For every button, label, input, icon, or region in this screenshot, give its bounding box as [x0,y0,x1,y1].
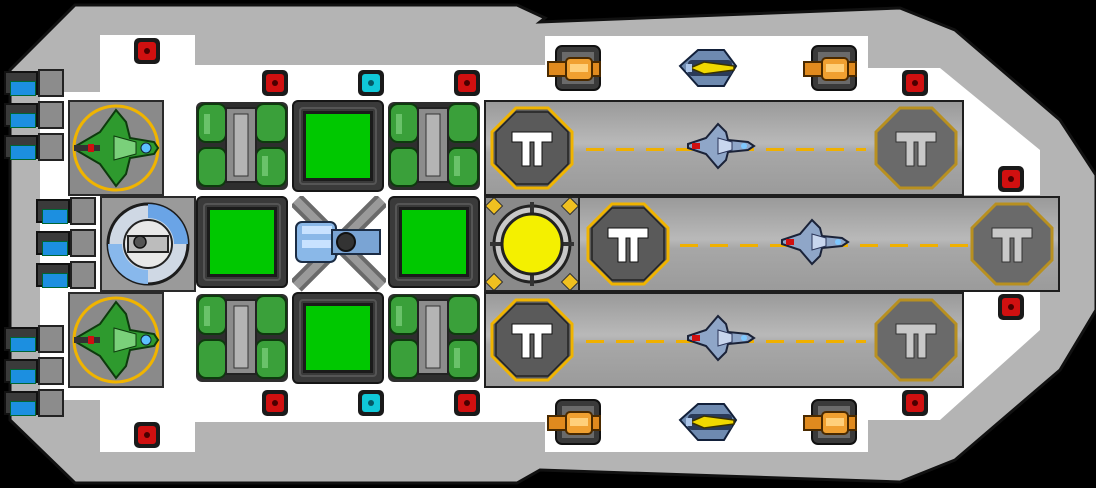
red-warning-light-icon [998,294,1024,320]
red-warning-light-icon [262,390,288,416]
red-warning-light-icon [134,38,160,64]
cyan-sensor-light-icon [358,70,384,96]
red-warning-light-icon [454,390,480,416]
red-warning-light-icon [902,70,928,96]
green-fighter-icon[interactable] [70,294,162,386]
engine-thruster-icon [36,260,98,290]
orange-turret-icon[interactable] [547,45,601,91]
red-warning-light-icon [454,70,480,96]
engine-thruster-icon [4,132,66,162]
engine-thruster-icon [36,196,98,226]
engine-thruster-icon [4,356,66,386]
red-warning-light-icon [134,422,160,448]
orange-turret-icon[interactable] [803,399,857,445]
shield-generator-bay [100,196,196,292]
orange-turret-icon[interactable] [803,45,857,91]
fighter-bay-upper [68,100,164,196]
engine-thruster-icon [4,324,66,354]
orange-turret-icon[interactable] [547,399,601,445]
yellow-reactor-core-icon[interactable] [484,196,580,292]
red-warning-light-icon [998,166,1024,192]
reactor-bay [484,196,580,292]
engine-thruster-icon [4,388,66,418]
fighter-bay-lower [68,292,164,388]
shield-generator-icon[interactable] [100,196,196,292]
blue-missile-turret-icon[interactable] [679,49,737,87]
engine-thruster-icon [4,68,66,98]
red-warning-light-icon [902,390,928,416]
system-room[interactable] [292,292,384,384]
red-warning-light-icon [262,70,288,96]
engine-thruster-icon [36,228,98,258]
blue-missile-turret-icon[interactable] [679,403,737,441]
cyan-sensor-light-icon [358,390,384,416]
green-fighter-icon[interactable] [70,102,162,194]
engine-thruster-icon [4,100,66,130]
plasma-cannon-icon[interactable] [292,196,386,292]
